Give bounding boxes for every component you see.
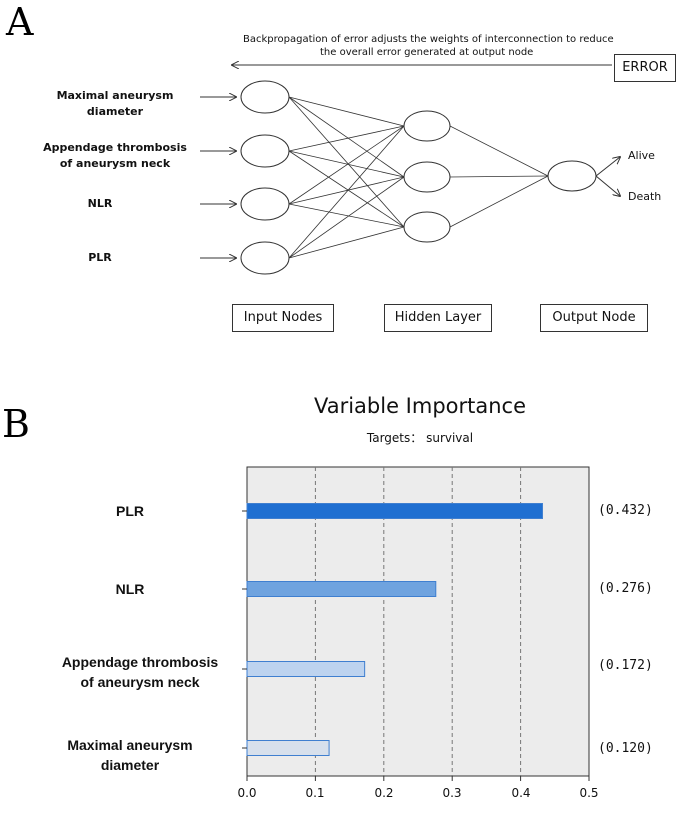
backprop-text-line1: Backpropagation of error adjusts the wei… xyxy=(243,34,614,45)
input-label-line2: diameter xyxy=(86,105,144,118)
value-label: (0.276) xyxy=(598,581,653,596)
input-node xyxy=(240,134,290,168)
input-label-line1: Maximal aneurysm xyxy=(56,89,174,102)
output-arrow-alive xyxy=(595,157,620,177)
layer-label-output-node: Output Node xyxy=(540,304,648,332)
layer-label-input-nodes: Input Nodes xyxy=(232,304,334,332)
category-label-line1: Maximal aneurysm xyxy=(67,737,193,753)
input-label-line1: NLR xyxy=(87,197,113,210)
category-label-line1: NLR xyxy=(115,581,145,597)
layer-label-hidden-layer: Hidden Layer xyxy=(384,304,492,332)
input-label-nlr: NLR xyxy=(40,196,160,212)
input-hidden-connections xyxy=(288,96,405,259)
hidden-node xyxy=(403,110,451,142)
output-label-death: Death xyxy=(628,190,662,203)
input-node xyxy=(240,241,290,275)
bar xyxy=(246,581,437,597)
output-node xyxy=(547,160,597,192)
category-label-line1: Appendage thrombosis xyxy=(61,654,219,670)
category-label-nlr: NLR xyxy=(50,579,210,599)
axis-ticks xyxy=(242,510,590,781)
x-tick-label: 0.0 xyxy=(237,786,257,800)
hidden-node xyxy=(403,161,451,193)
x-tick-label: 0.5 xyxy=(579,786,599,800)
error-box: ERROR xyxy=(614,54,676,82)
category-label-appendage-thrombosis: Appendage thrombosis of aneurysm neck xyxy=(40,652,240,692)
category-label-line2: of aneurysm neck xyxy=(80,674,200,690)
x-tick-label: 0.3 xyxy=(442,786,462,800)
backprop-text-line2: the overall error generated at output no… xyxy=(320,47,534,58)
bar xyxy=(246,503,543,519)
panel-letter-a: A xyxy=(6,0,34,44)
x-tick-label: 0.1 xyxy=(305,786,325,800)
x-tick-label: 0.4 xyxy=(511,786,531,800)
input-label-appendage-thrombosis: Appendage thrombosis of aneurysm neck xyxy=(40,140,190,172)
category-label-line1: PLR xyxy=(116,503,144,519)
input-node xyxy=(240,80,290,114)
chart-title: Variable Importance xyxy=(313,394,527,418)
input-label-line1: PLR xyxy=(88,251,112,264)
panel-letter-b: B xyxy=(2,402,30,446)
category-label-maximal-aneurysm-diameter: Maximal aneurysm diameter xyxy=(40,735,220,775)
bars xyxy=(246,503,543,756)
output-label-alive: Alive xyxy=(628,149,655,162)
hidden-node xyxy=(403,211,451,243)
hidden-output-connections xyxy=(449,125,549,228)
category-label-plr: PLR xyxy=(50,501,210,521)
input-label-maximal-aneurysm-diameter: Maximal aneurysm diameter xyxy=(40,88,190,120)
chart-subtitle: Targets： survival xyxy=(366,431,474,445)
value-label: (0.432) xyxy=(598,503,653,518)
value-label: (0.120) xyxy=(598,741,653,756)
input-label-line1: Appendage thrombosis xyxy=(43,141,187,154)
input-label-plr: PLR xyxy=(40,250,160,266)
category-label-line2: diameter xyxy=(100,757,160,773)
bar xyxy=(246,740,330,756)
x-tick-label: 0.2 xyxy=(374,786,394,800)
output-arrow-death xyxy=(595,175,620,196)
bar xyxy=(246,661,366,677)
value-label: (0.172) xyxy=(598,658,653,673)
input-label-line2: of aneurysm neck xyxy=(59,157,171,170)
input-node xyxy=(240,187,290,221)
